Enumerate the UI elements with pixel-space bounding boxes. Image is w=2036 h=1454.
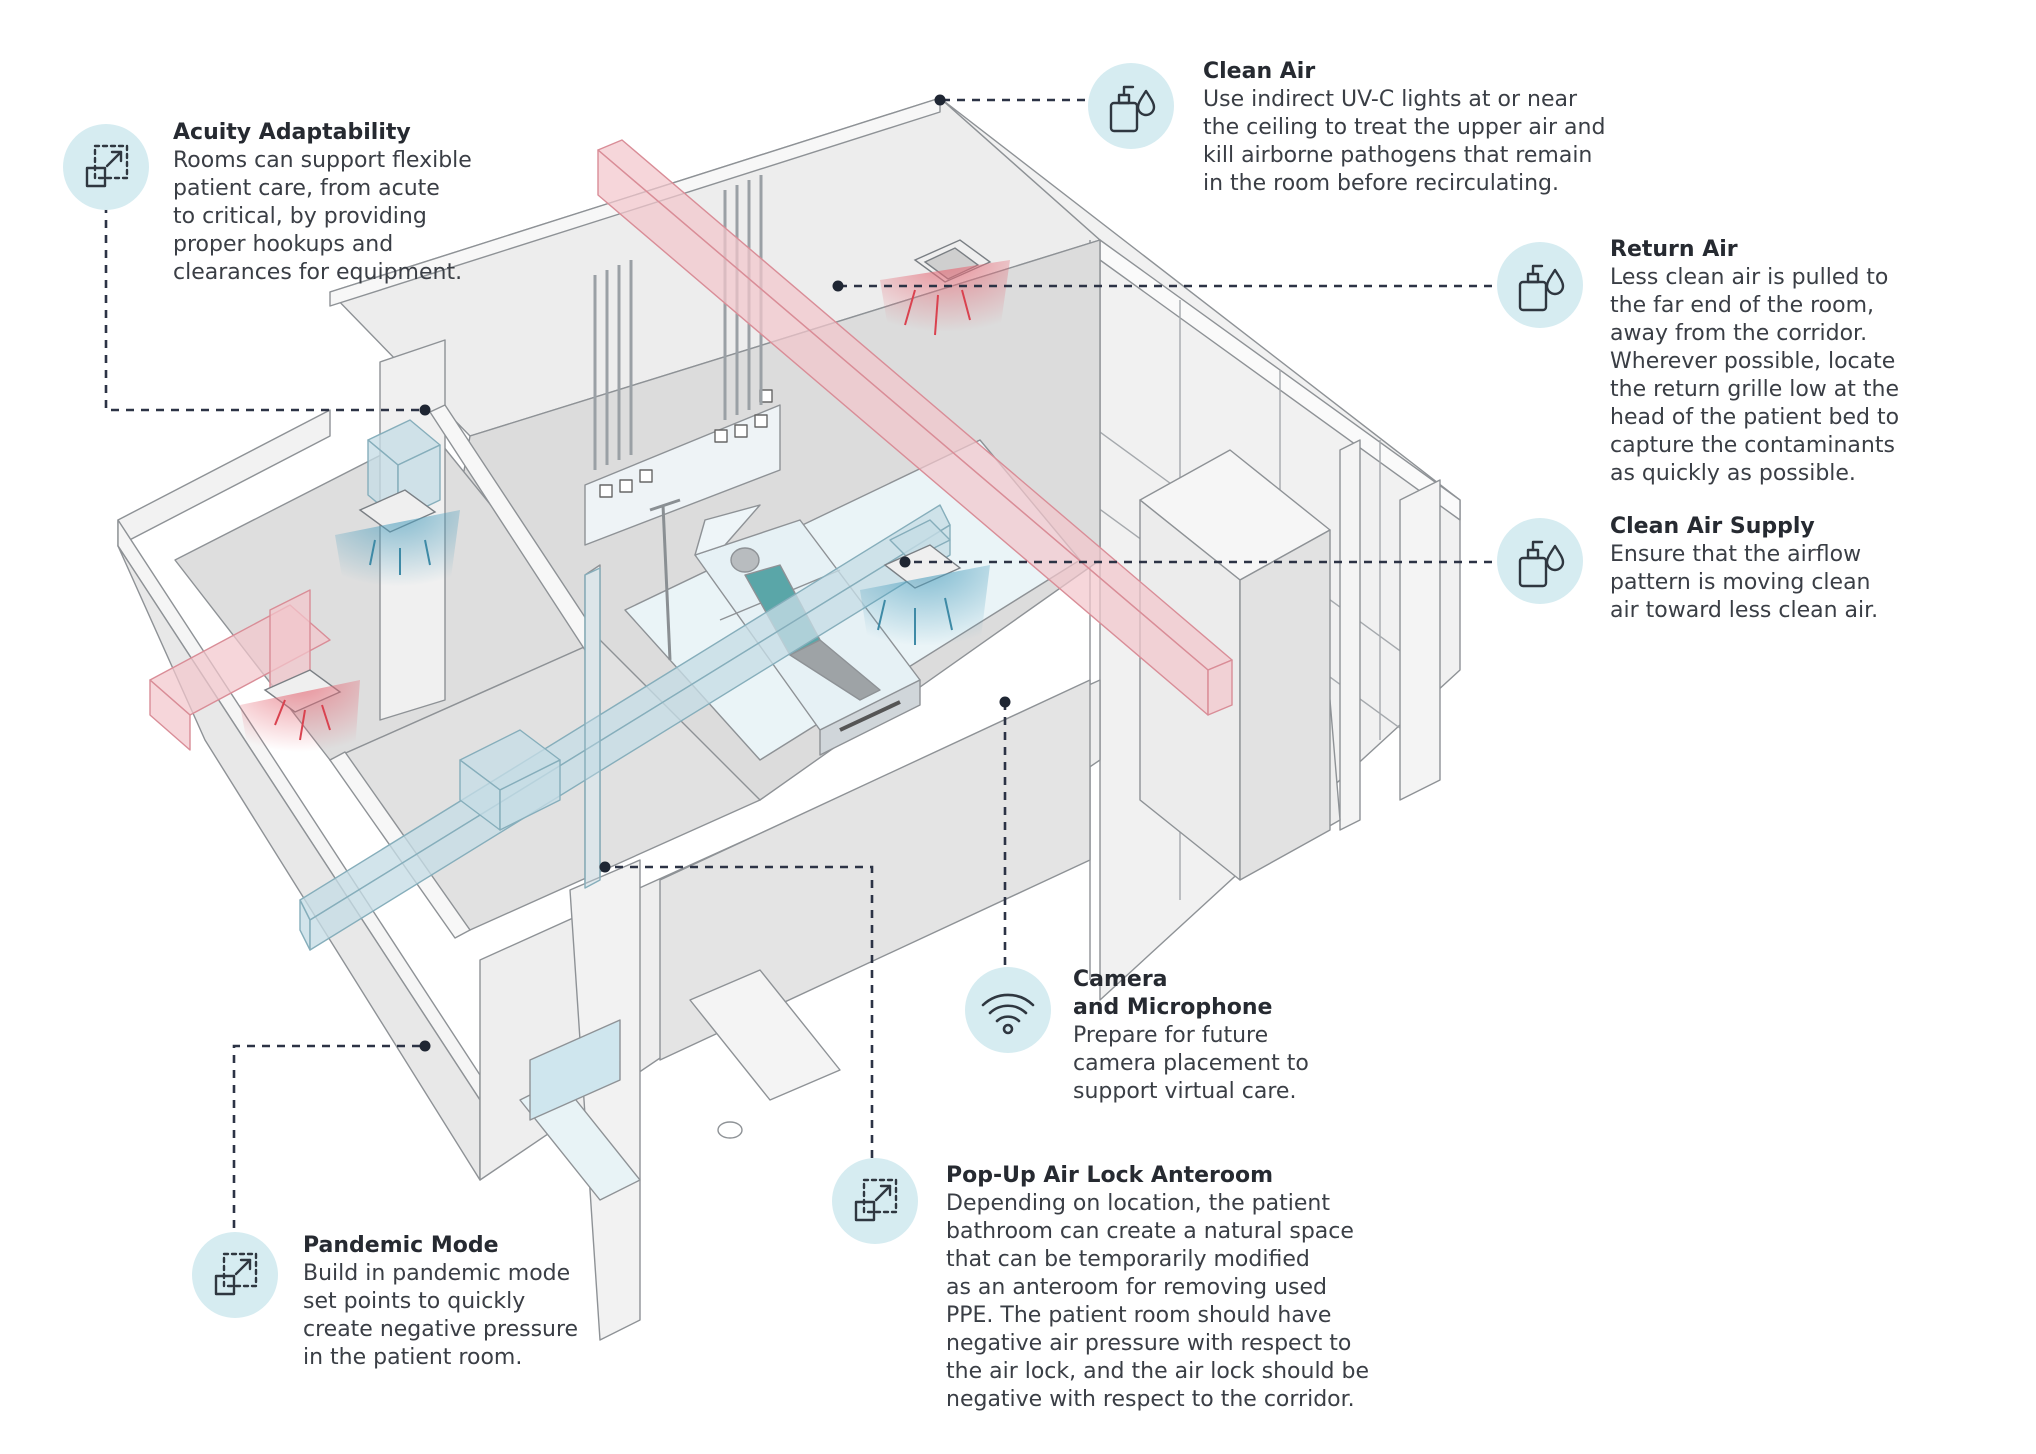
callout-text: PPE. The patient room should have bbox=[946, 1303, 1332, 1328]
callout-text: Use indirect UV-C lights at or near bbox=[1203, 87, 1578, 112]
callout-text: to critical, by providing bbox=[173, 204, 427, 229]
callout-text: Prepare for future bbox=[1073, 1023, 1269, 1048]
sanitizer-drop-icon bbox=[1497, 242, 1583, 328]
callout-text: Less clean air is pulled to bbox=[1610, 265, 1889, 290]
callout-text: that can be temporarily modified bbox=[946, 1247, 1310, 1272]
callout-text: proper hookups and bbox=[173, 232, 394, 257]
callout-text: pattern is moving clean bbox=[1610, 570, 1871, 595]
callout-text: Rooms can support flexible bbox=[173, 148, 472, 173]
sanitizer-drop-icon bbox=[1088, 63, 1174, 149]
callout-acuity-adaptability: Acuity Adaptability Rooms can support fl… bbox=[173, 119, 472, 287]
callout-text: as an anteroom for removing used bbox=[946, 1275, 1328, 1300]
callout-text: air toward less clean air. bbox=[1610, 598, 1879, 623]
callout-text: clearances for equipment. bbox=[173, 260, 463, 285]
callout-title: Pop-Up Air Lock Anteroom bbox=[946, 1163, 1274, 1188]
callout-text: create negative pressure bbox=[303, 1317, 579, 1342]
callout-text: head of the patient bed to bbox=[1610, 405, 1900, 430]
callout-text: camera placement to bbox=[1073, 1051, 1309, 1076]
callout-text: the far end of the room, bbox=[1610, 293, 1874, 318]
callout-text: Wherever possible, locate bbox=[1610, 349, 1896, 374]
callout-title: Clean Air Supply bbox=[1610, 514, 1815, 539]
leader-lines bbox=[104, 98, 1492, 1228]
callout-text: negative air pressure with respect to bbox=[946, 1331, 1352, 1356]
callout-title: Clean Air bbox=[1203, 59, 1316, 84]
callout-text: patient care, from acute bbox=[173, 176, 440, 201]
supply-air-duct bbox=[299, 419, 951, 951]
callout-text: the return grille low at the bbox=[1610, 377, 1899, 402]
resize-expand-icon bbox=[832, 1158, 918, 1244]
callout-text: negative with respect to the corridor. bbox=[946, 1387, 1355, 1412]
callout-text: capture the contaminants bbox=[1610, 433, 1895, 458]
patient-figure bbox=[730, 547, 760, 573]
callout-title: Acuity Adaptability bbox=[173, 120, 411, 145]
resize-expand-icon bbox=[192, 1232, 278, 1318]
callout-text: Depending on location, the patient bbox=[946, 1191, 1330, 1216]
callout-text: in the room before recirculating. bbox=[1203, 171, 1559, 196]
return-air-duct bbox=[149, 139, 1233, 751]
callout-camera-microphone: Camera and Microphone Prepare for future… bbox=[1073, 966, 1309, 1106]
callout-text: the air lock, and the air lock should be bbox=[946, 1359, 1370, 1384]
callout-clean-air: Clean Air Use indirect UV-C lights at or… bbox=[1203, 58, 1605, 198]
callout-text: away from the corridor. bbox=[1610, 321, 1868, 346]
callout-text: Ensure that the airflow bbox=[1610, 542, 1862, 567]
callout-text: as quickly as possible. bbox=[1610, 461, 1856, 486]
callout-title: Pandemic Mode bbox=[303, 1233, 499, 1258]
callout-text: Build in pandemic mode bbox=[303, 1261, 571, 1286]
callout-text: set points to quickly bbox=[303, 1289, 526, 1314]
callout-clean-air-supply: Clean Air Supply Ensure that the airflow… bbox=[1610, 513, 1878, 625]
callout-air-lock-anteroom: Pop-Up Air Lock Anteroom Depending on lo… bbox=[946, 1162, 1369, 1414]
callout-pandemic-mode: Pandemic Mode Build in pandemic mode set… bbox=[303, 1232, 578, 1372]
callout-title: Camera bbox=[1073, 967, 1168, 992]
wifi-signal-icon bbox=[965, 967, 1051, 1053]
callout-text: in the patient room. bbox=[303, 1345, 523, 1370]
sanitizer-drop-icon bbox=[1497, 518, 1583, 604]
callout-title: Return Air bbox=[1610, 237, 1738, 262]
callout-text: support virtual care. bbox=[1073, 1079, 1297, 1104]
callout-text: the ceiling to treat the upper air and bbox=[1203, 115, 1606, 140]
callout-title: and Microphone bbox=[1073, 995, 1273, 1020]
callout-text: kill airborne pathogens that remain bbox=[1203, 143, 1593, 168]
callout-return-air: Return Air Less clean air is pulled to t… bbox=[1610, 236, 1899, 488]
resize-expand-icon bbox=[63, 124, 149, 210]
callout-text: bathroom can create a natural space bbox=[946, 1219, 1354, 1244]
